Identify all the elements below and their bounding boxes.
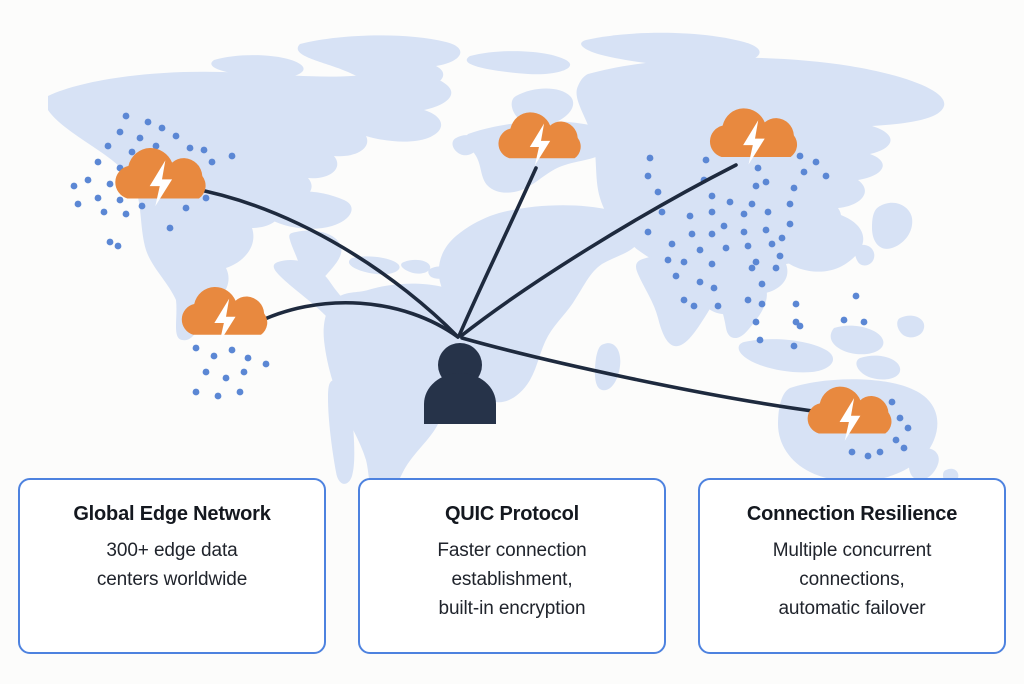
user-body-icon bbox=[424, 373, 496, 424]
feature-card-title: Global Edge Network bbox=[73, 503, 271, 525]
connection-lines bbox=[188, 163, 822, 414]
edge-node-europe[interactable] bbox=[498, 112, 581, 166]
connection-line-south-america bbox=[250, 300, 460, 339]
feature-card-title: Connection Resilience bbox=[746, 503, 958, 525]
connection-line-australia bbox=[460, 336, 822, 414]
feature-card-description: 300+ edge data centers worldwide bbox=[96, 540, 248, 590]
feature-card-description: Multiple concurrent connections, automat… bbox=[772, 540, 932, 619]
feature-card-quic-protocol[interactable]: QUIC Protocol Faster connection establis… bbox=[358, 478, 666, 654]
feature-card-title: QUIC Protocol bbox=[444, 503, 580, 525]
map-landmasses bbox=[48, 32, 978, 505]
feature-card-global-edge-network[interactable]: Global Edge Network 300+ edge data cente… bbox=[18, 478, 326, 654]
connection-line-europe bbox=[457, 166, 538, 338]
feature-card-connection-resilience[interactable]: Connection Resilience Multiple concurren… bbox=[698, 478, 1006, 654]
client-user-node[interactable] bbox=[424, 343, 496, 424]
feature-card-row: Global Edge Network 300+ edge data cente… bbox=[0, 478, 1024, 654]
connection-line-north-america bbox=[188, 186, 460, 339]
feature-card-description: Faster connection establishment, built-i… bbox=[437, 540, 587, 619]
connection-line-asia bbox=[459, 163, 738, 338]
